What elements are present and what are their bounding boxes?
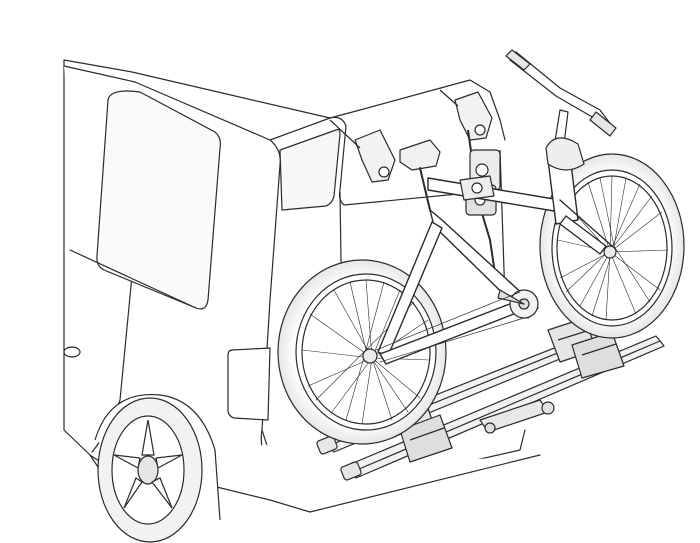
bike-headset [546, 138, 584, 170]
frame-clamp [460, 176, 494, 200]
carrier-knob [542, 402, 554, 414]
bike-crank-arm [498, 290, 524, 304]
bike-hub-left [363, 349, 377, 363]
bike-wheel-left [278, 260, 446, 444]
van-bumper-edge [180, 455, 540, 512]
bike-fork-second [560, 200, 612, 246]
wheel-strap-front-right [572, 332, 624, 378]
van-wheel [95, 395, 220, 542]
bike-handlebar [506, 50, 616, 170]
bike-chain-upper [376, 292, 520, 350]
van-rear-window [280, 130, 340, 211]
bicycle [278, 50, 684, 444]
bike-fork [560, 216, 606, 254]
carrier-top-hook-right [440, 90, 492, 140]
bike-hub-right [604, 246, 616, 258]
van-hub-cap [138, 456, 158, 484]
carrier-top-hook-left [330, 120, 395, 182]
rail-end-cap-left-front [340, 461, 362, 481]
carrier-knob-lower [485, 423, 495, 433]
van-tail-light [228, 348, 270, 420]
bike-spokes-left [302, 280, 430, 424]
rail-end-cap-left [316, 435, 338, 455]
van-door-handle [64, 347, 80, 357]
bike-grip-right [590, 112, 616, 136]
bike-drivetrain [376, 290, 538, 362]
bike-grip-left [506, 50, 530, 70]
bike-spokes-right [558, 176, 668, 320]
wheel-strap-front-left [400, 415, 452, 462]
van-rim-spokes [114, 420, 182, 508]
bike-chain-lower [380, 318, 524, 362]
carrier-frame-bar-right [500, 150, 505, 300]
van-door-seam [70, 250, 196, 308]
bike-seat [400, 140, 440, 210]
